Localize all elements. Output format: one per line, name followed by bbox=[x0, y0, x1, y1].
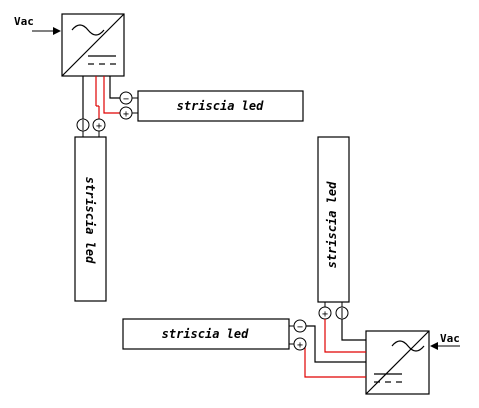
led-strip-top-right bbox=[137, 90, 304, 122]
led-strip-label: striscia led bbox=[177, 99, 264, 113]
power-supply-top bbox=[61, 13, 125, 77]
svg-text:−: − bbox=[297, 322, 303, 333]
power-supply-bottom bbox=[365, 330, 430, 395]
led-strip-left-vertical bbox=[74, 136, 107, 302]
svg-text:+: + bbox=[297, 340, 303, 351]
svg-text:+: + bbox=[96, 121, 102, 132]
svg-text:+: + bbox=[123, 109, 129, 120]
led-strip-label: striscia led bbox=[325, 181, 339, 268]
led-strip-bottom-left bbox=[122, 318, 290, 350]
led-strip-label: striscia led bbox=[83, 177, 97, 264]
svg-text:+: + bbox=[322, 309, 328, 320]
ac-sine-icon bbox=[71, 24, 105, 36]
svg-text:−: − bbox=[123, 94, 129, 105]
vac-label-top: Vac bbox=[14, 15, 34, 28]
vac-label-bottom: Vac bbox=[440, 332, 460, 345]
led-strip-right-vertical bbox=[317, 136, 350, 303]
led-strip-label: striscia led bbox=[162, 327, 249, 341]
ac-sine-icon bbox=[391, 340, 425, 352]
